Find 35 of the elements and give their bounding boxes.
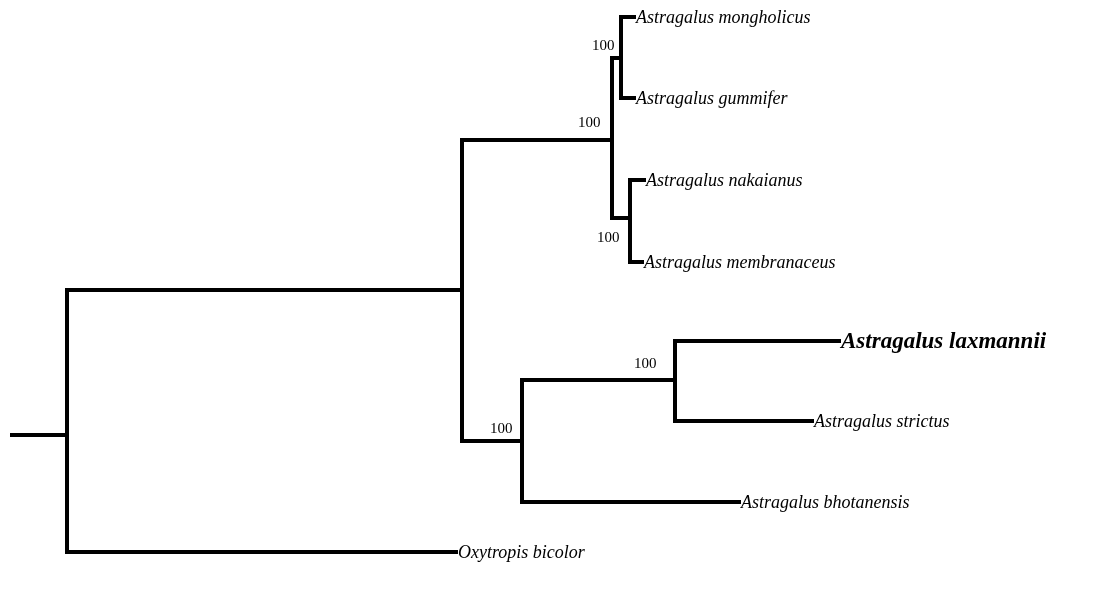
taxon-label: Astragalus strictus xyxy=(814,410,950,432)
bootstrap-value: 100 xyxy=(578,113,601,131)
tree-branch xyxy=(632,178,646,182)
tree-branch xyxy=(677,339,841,343)
taxon-label: Astragalus laxmannii xyxy=(841,330,1047,352)
tree-branch xyxy=(524,378,673,382)
taxon-label: Astragalus bhotanensis xyxy=(741,491,910,513)
clade-branch xyxy=(628,178,632,264)
bootstrap-value: 100 xyxy=(490,419,513,437)
tree-branch xyxy=(69,550,458,554)
clade-branch xyxy=(673,339,677,423)
tree-branch xyxy=(623,15,636,19)
taxon-label: Oxytropis bicolor xyxy=(458,541,585,563)
tree-branch xyxy=(614,216,628,220)
taxon-label: Astragalus gummifer xyxy=(636,87,788,109)
tree-branch xyxy=(464,439,520,443)
bootstrap-value: 100 xyxy=(597,228,620,246)
bootstrap-value: 100 xyxy=(592,36,615,54)
tree-branch xyxy=(10,433,65,437)
tree-branch xyxy=(614,56,619,60)
taxon-label: Astragalus membranaceus xyxy=(644,251,836,273)
clade-branch xyxy=(460,138,464,443)
tree-branch xyxy=(677,419,814,423)
clade-branch xyxy=(619,15,623,100)
bootstrap-value: 100 xyxy=(634,354,657,372)
taxon-label: Astragalus mongholicus xyxy=(636,6,811,28)
clade-branch xyxy=(610,56,614,220)
tree-branch xyxy=(632,260,644,264)
clade-branch xyxy=(520,378,524,504)
tree-branch xyxy=(464,138,610,142)
tree-branch xyxy=(524,500,741,504)
tree-branch xyxy=(69,288,460,292)
taxon-label: Astragalus nakaianus xyxy=(646,169,803,191)
clade-branch xyxy=(65,288,69,554)
tree-branch xyxy=(623,96,636,100)
